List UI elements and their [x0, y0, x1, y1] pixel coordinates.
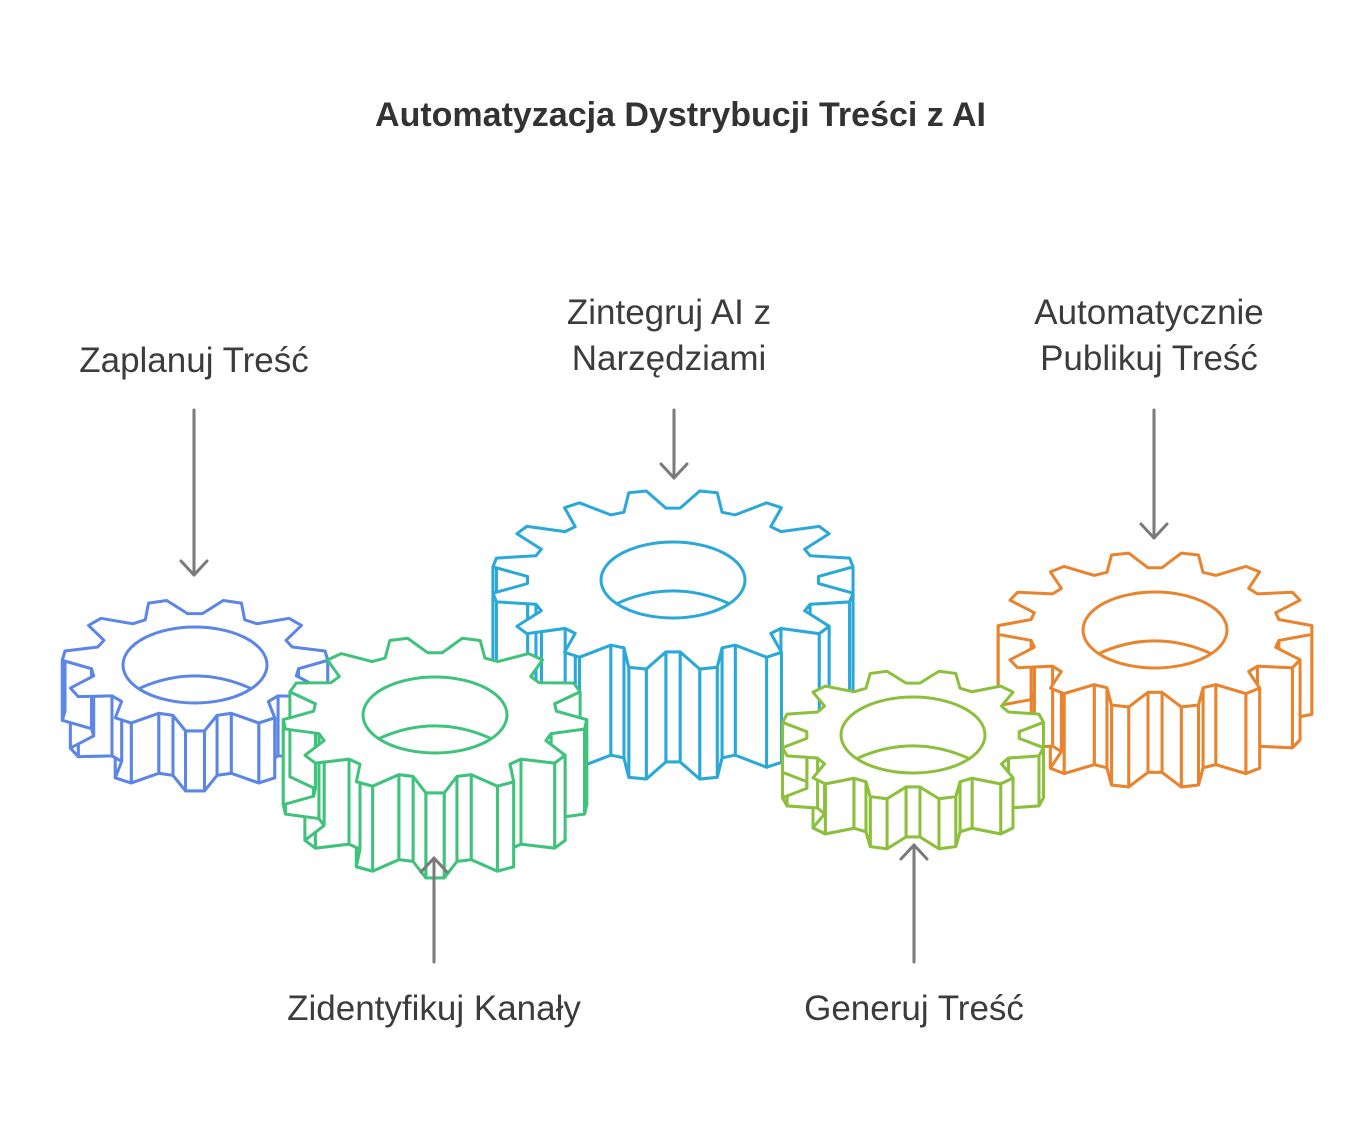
label-integrate-line-2: Narzędziami: [571, 339, 767, 378]
label-publish-line-2: Publikuj Treść: [1040, 339, 1258, 378]
gear-publish-side-face: [1092, 683, 1109, 770]
gear-identify: [281, 636, 589, 880]
label-publish: Automatycznie Publikuj Treść: [999, 290, 1299, 382]
gear-publish-side-face: [1244, 686, 1262, 776]
arrow-integrate-head: [659, 462, 689, 480]
gear-publish-side-face: [1201, 683, 1218, 770]
gear-integrate-side-face: [698, 665, 719, 781]
gear-integrate-side-face: [644, 650, 668, 781]
gear-identify-side-face: [397, 773, 415, 863]
gear-integrate-side-face: [627, 665, 648, 781]
label-identify: Zidentyfikuj Kanały: [234, 986, 634, 1032]
gear-identify-side-face: [519, 757, 557, 850]
label-generate-line-1: Generuj Treść: [804, 989, 1024, 1028]
gear-plan-side-face: [215, 711, 233, 777]
gear-publish-side-face: [1179, 703, 1200, 789]
gear-plan-side-face: [184, 729, 206, 793]
gear-publish: [996, 551, 1314, 789]
gear-integrate-hole-rim: [616, 589, 730, 605]
gear-plan-side-face: [257, 716, 277, 785]
gear-integrate-side-face: [609, 643, 626, 760]
gear-integrate-side-face: [765, 650, 783, 769]
gear-publish-hole: [1081, 590, 1229, 670]
gear-generate-hole-rim: [856, 744, 970, 760]
gear-integrate-hole: [599, 540, 747, 620]
gear-generate-side-face: [958, 776, 974, 834]
arrow-identify: [419, 856, 449, 964]
gear-identify-side-face: [455, 773, 473, 863]
label-plan: Zaplanuj Treść: [44, 338, 344, 384]
gear-publish-hole-rim: [1098, 639, 1212, 655]
gear-identify-side-face: [469, 773, 499, 873]
gear-plan-side-face: [157, 711, 175, 777]
gear-identify-side-face: [553, 753, 567, 850]
gear-integrate-side-face: [664, 650, 682, 764]
gear-publish-side-face: [1110, 703, 1131, 789]
arrow-integrate: [659, 408, 689, 480]
gear-publish-side-face: [1214, 683, 1248, 776]
gear-generate-side-face: [852, 776, 868, 834]
gear-publish-side-face: [1062, 683, 1096, 776]
gear-identify-hole-rim: [378, 724, 492, 740]
gear-identify-side-face: [495, 780, 516, 873]
arrow-identify-head: [419, 856, 449, 874]
diagram-title: Automatyzacja Dystrybucji Treści z AI: [375, 96, 986, 134]
gear-integrate-side-face: [720, 643, 737, 760]
label-publish-line-1: Automatycznie: [1034, 293, 1264, 332]
gear-generate-side-face: [999, 776, 1015, 836]
gear-generate-hole: [839, 695, 987, 775]
arrow-plan-head: [179, 559, 209, 577]
gear-generate-side-face: [904, 785, 922, 839]
gear-generate-side-face: [970, 776, 1003, 836]
label-plan-line-1: Zaplanuj Treść: [79, 341, 309, 380]
arrow-generate: [899, 843, 929, 964]
gear-plan-side-face: [229, 711, 261, 785]
arrow-generate-head: [899, 843, 929, 861]
label-identify-line-1: Zidentyfikuj Kanały: [287, 989, 581, 1028]
gear-generate-side-face: [823, 776, 856, 836]
gear-generate-side-face: [937, 795, 958, 851]
arrow-publish-head: [1139, 522, 1169, 540]
gear-identify-side-face: [371, 773, 401, 873]
gear-generate-side-face: [868, 795, 889, 851]
gear-plan-side-face: [129, 711, 161, 785]
label-integrate: Zintegruj AI z Narzędziami: [469, 290, 869, 382]
gear-identify-hole: [361, 675, 509, 755]
gear-publish-side-face: [1146, 690, 1164, 774]
label-integrate-line-1: Zintegruj AI z: [566, 293, 772, 332]
gear-identify-side-face: [288, 690, 317, 791]
gear-integrate-side-face: [733, 643, 769, 769]
arrow-publish: [1139, 408, 1169, 540]
gear-publish-side-face: [1255, 664, 1294, 750]
gear-plan-hole: [121, 625, 269, 705]
gear-plan-hole-rim: [138, 674, 252, 690]
arrow-plan: [179, 408, 209, 577]
gear-generate: [781, 669, 1045, 851]
gear-integrate-side-face: [678, 650, 702, 781]
label-generate: Generuj Treść: [764, 986, 1064, 1032]
